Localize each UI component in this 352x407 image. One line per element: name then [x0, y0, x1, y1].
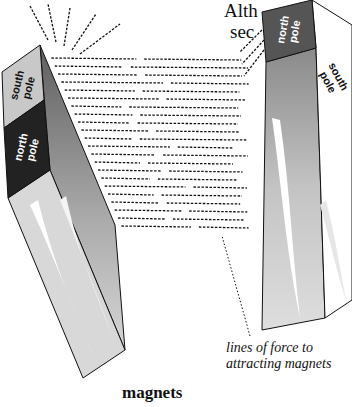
force-line [80, 24, 120, 54]
force-line [145, 75, 242, 76]
force-line [30, 6, 48, 40]
force-line [169, 171, 242, 172]
force-line [55, 66, 123, 67]
force-line [115, 210, 181, 211]
force-line [101, 178, 149, 179]
force-line [138, 123, 238, 124]
force-line [61, 82, 163, 83]
force-line [71, 106, 121, 107]
margin-heading: magnets [122, 383, 182, 403]
pole-face [4, 100, 50, 198]
force-line [140, 139, 247, 140]
force-line [58, 74, 137, 75]
highlight [320, 200, 346, 300]
force-line [242, 40, 264, 64]
force-line [108, 194, 154, 195]
callout-label: lines of force to attracting magnets [226, 340, 348, 372]
force-line [193, 187, 246, 188]
force-line [167, 203, 240, 204]
force-line [173, 219, 244, 220]
force-line [65, 90, 135, 91]
force-line [98, 170, 161, 171]
force-line [68, 98, 158, 99]
force-line [158, 179, 238, 180]
force-line [111, 202, 158, 203]
force-line [244, 50, 264, 76]
highlight [272, 118, 300, 318]
force-line [81, 130, 148, 131]
force-line [48, 4, 56, 42]
magnet-side-face [262, 48, 325, 330]
pole-face [312, 0, 352, 318]
force-line [148, 163, 233, 164]
pole-face [262, 0, 316, 62]
lines-of-force [30, 4, 264, 228]
force-line [140, 115, 241, 116]
force-line [156, 131, 240, 132]
force-line [143, 91, 240, 92]
body-text-fragment: Alth [224, 0, 258, 22]
force-line [178, 147, 233, 148]
highlight [30, 200, 95, 360]
force-line [78, 122, 130, 123]
force-line [162, 195, 242, 196]
force-line [118, 218, 165, 219]
force-line [121, 226, 190, 227]
force-line [131, 67, 248, 68]
force-line [167, 99, 245, 100]
force-line [64, 8, 70, 46]
force-line [129, 107, 238, 108]
force-line [95, 162, 140, 163]
force-line [88, 146, 170, 147]
force-line [75, 114, 133, 115]
force-line [144, 59, 241, 60]
force-line [85, 138, 132, 139]
leader-line [222, 236, 250, 336]
force-line [51, 58, 136, 59]
force-line [91, 154, 155, 155]
force-line [189, 211, 247, 212]
force-line [105, 186, 186, 187]
force-line [199, 227, 249, 228]
force-line [171, 83, 249, 84]
force-line [163, 155, 248, 156]
highlight [60, 196, 112, 335]
body-text-fragment: sec [230, 21, 254, 43]
force-line [72, 14, 96, 50]
magnet-side-face [8, 170, 125, 378]
